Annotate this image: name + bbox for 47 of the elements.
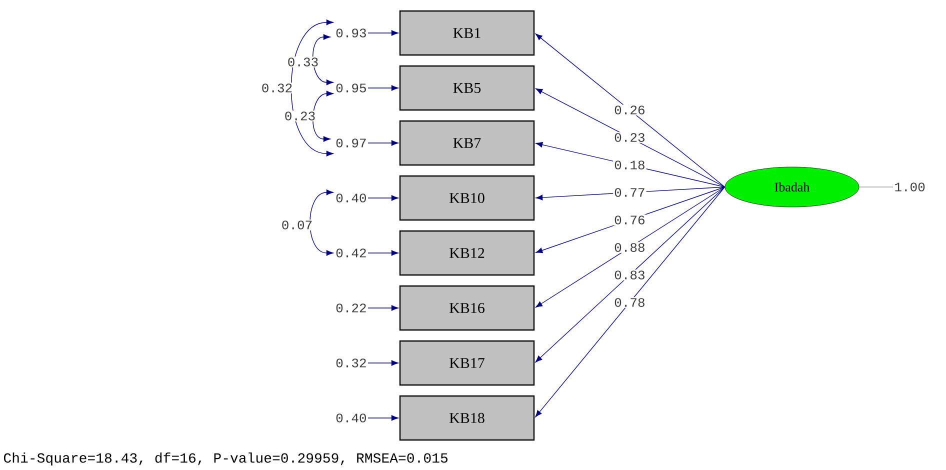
covariance-arc (312, 90, 334, 142)
edge-label: 0.26 (613, 104, 646, 116)
error-variance: 0.95 (336, 84, 366, 92)
error-variance: 0.40 (336, 414, 366, 422)
error-arrow (368, 305, 398, 311)
error-variance: 0.32 (336, 358, 366, 368)
indicator-box: KB18 (399, 395, 535, 441)
error-arrow (368, 250, 398, 256)
connector-line (858, 186, 894, 188)
loading-arrow (536, 88, 726, 188)
variance-value: 1.00 (895, 182, 925, 192)
error-variance: 0.93 (336, 28, 366, 38)
error-variance: 0.40 (336, 194, 366, 202)
error-variance: 0.42 (336, 248, 366, 258)
error-arrow (368, 140, 398, 146)
edge-label: 0.83 (613, 270, 646, 280)
error-arrow (368, 415, 398, 421)
edge-label: 0.77 (613, 187, 646, 198)
fit-statistics: Chi-Square=18.43, df=16, P-value=0.29959, RMSEA=0.015 (4, 452, 448, 466)
error-arrow (368, 85, 398, 91)
edge-label: 0.07 (280, 220, 314, 230)
indicator-box: KB10 (399, 175, 535, 221)
indicator-box: KB5 (399, 65, 535, 111)
error-arrow (368, 360, 398, 366)
error-arrow (368, 30, 398, 36)
indicator-box: KB7 (399, 120, 535, 166)
edge-label: 0.32 (260, 82, 294, 94)
error-variance: 0.97 (336, 138, 366, 148)
loading-arrow (535, 34, 726, 188)
edge-label: 0.23 (613, 132, 646, 143)
indicator-box: KB1 (399, 10, 535, 56)
edge-label: 0.78 (613, 297, 646, 308)
edge-label: 0.23 (283, 110, 317, 122)
covariance-arc (312, 34, 334, 86)
covariance-arc (310, 190, 334, 256)
loading-arrow (535, 186, 726, 308)
error-arrow (368, 195, 398, 201)
edge-label: 0.88 (613, 242, 646, 253)
indicator-box: KB16 (399, 285, 535, 331)
loading-arrow (535, 186, 726, 418)
indicator-box: KB17 (399, 340, 535, 386)
error-variance: 0.22 (336, 304, 366, 312)
edge-label: 0.76 (613, 214, 646, 226)
edge-label: 0.18 (613, 160, 646, 170)
loading-arrow (535, 186, 726, 362)
edge-label: 0.33 (286, 56, 320, 68)
indicator-box: KB12 (399, 230, 535, 276)
